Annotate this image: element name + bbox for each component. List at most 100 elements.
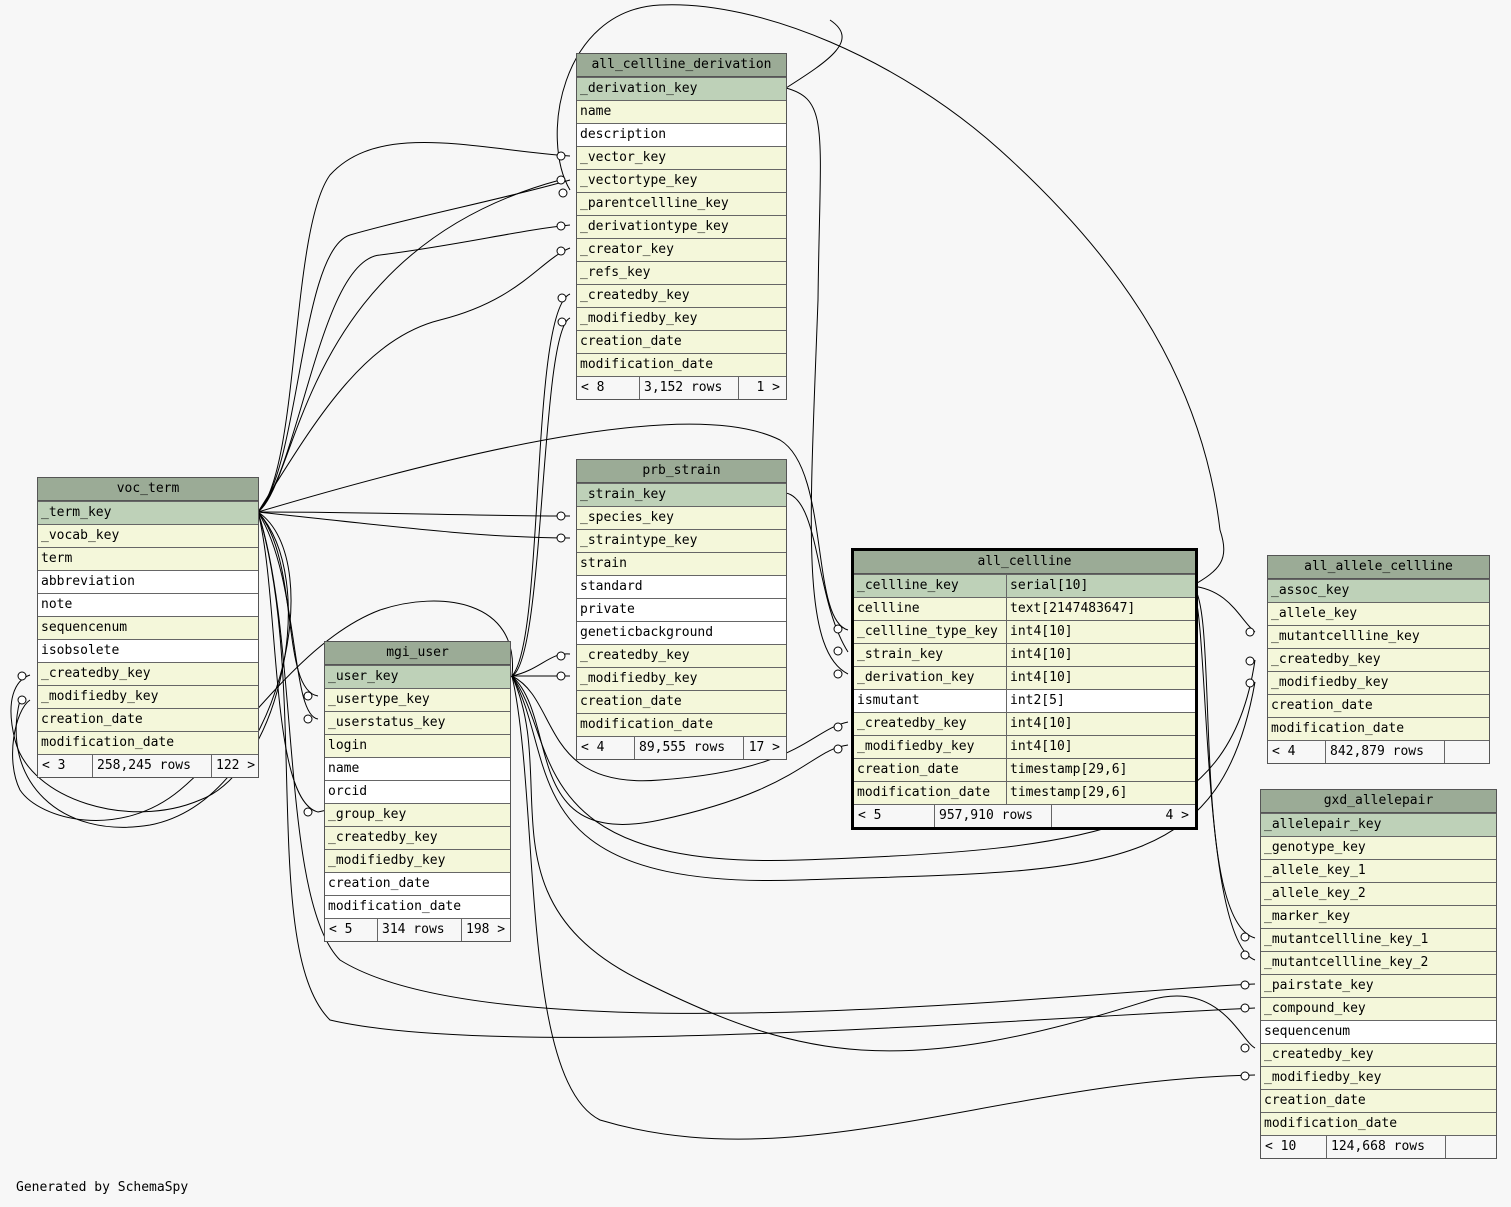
table-row[interactable]: _modifiedby_key — [1268, 671, 1489, 694]
children-count[interactable]: 198 > — [466, 922, 506, 937]
table-row[interactable]: _straintype_key — [577, 529, 786, 552]
table-row[interactable]: creation_date — [38, 708, 258, 731]
table-row[interactable]: _createdby_key — [1261, 1043, 1496, 1066]
parents-count[interactable]: < 3 — [42, 758, 66, 773]
parents-count[interactable]: < 8 — [581, 380, 605, 395]
table-title[interactable]: all_cellline_derivation — [577, 54, 786, 77]
table-row[interactable]: _compound_key — [1261, 997, 1496, 1020]
table-row[interactable]: _mutantcellline_key_2 — [1261, 951, 1496, 974]
table-row[interactable]: _derivation_key — [577, 77, 786, 100]
parents-count[interactable]: < 5 — [858, 808, 882, 823]
table-row[interactable]: _allele_key — [1268, 602, 1489, 625]
table-row[interactable]: _marker_key — [1261, 905, 1496, 928]
table-row[interactable]: _modifiedby_key — [577, 307, 786, 330]
table-row[interactable]: modification_date — [1268, 717, 1489, 740]
table-row[interactable]: modification_date — [38, 731, 258, 754]
table-row[interactable]: creation_date — [1268, 694, 1489, 717]
table-row[interactable]: creation_date — [325, 872, 510, 895]
table-row[interactable]: _createdby_key — [577, 284, 786, 307]
table-title[interactable]: voc_term — [38, 478, 258, 501]
table-row[interactable]: _creator_key — [577, 238, 786, 261]
children-count[interactable] — [1446, 1136, 1496, 1158]
table-row[interactable]: sequencenum — [1261, 1020, 1496, 1043]
children-count[interactable]: 1 > — [756, 380, 780, 395]
table-row[interactable]: isobsolete — [38, 639, 258, 662]
table-row[interactable]: name — [577, 100, 786, 123]
table-row[interactable]: _modifiedby_key — [1261, 1066, 1496, 1089]
table-row[interactable]: _createdby_key — [1268, 648, 1489, 671]
parents-count[interactable]: < 4 — [581, 740, 605, 755]
table-title[interactable]: all_allele_cellline — [1268, 556, 1489, 579]
table-row[interactable]: _term_key — [38, 501, 258, 524]
table-row[interactable]: _refs_key — [577, 261, 786, 284]
table-row[interactable]: _pairstate_key — [1261, 974, 1496, 997]
table-row[interactable]: note — [38, 593, 258, 616]
table-row[interactable]: creation_date — [577, 330, 786, 353]
table-row[interactable]: _modifiedby_key — [325, 849, 510, 872]
table-row[interactable]: _vocab_key — [38, 524, 258, 547]
table-row[interactable]: login — [325, 734, 510, 757]
children-count[interactable]: 122 > — [216, 758, 256, 773]
table-title[interactable]: prb_strain — [577, 460, 786, 483]
table-row[interactable]: _species_key — [577, 506, 786, 529]
table-title[interactable]: all_cellline — [854, 551, 1195, 574]
table-row[interactable]: _userstatus_key — [325, 711, 510, 734]
table-row[interactable]: sequencenum — [38, 616, 258, 639]
table-row[interactable]: _modifiedby_key — [38, 685, 258, 708]
table-row[interactable]: _allelepair_key — [1261, 813, 1496, 836]
table-row[interactable]: _user_key — [325, 665, 510, 688]
table-row[interactable]: creation_date — [577, 690, 786, 713]
table-row[interactable]: _derivationtype_key — [577, 215, 786, 238]
children-count[interactable] — [1445, 741, 1489, 763]
table-title[interactable]: gxd_allelepair — [1261, 790, 1496, 813]
table-row[interactable]: orcid — [325, 780, 510, 803]
table-row[interactable]: _genotype_key — [1261, 836, 1496, 859]
table-row[interactable]: _createdby_key — [577, 644, 786, 667]
table-row[interactable]: modification_date — [577, 713, 786, 736]
table-row[interactable]: _vectortype_key — [577, 169, 786, 192]
table-row[interactable]: modification_date — [577, 353, 786, 376]
table-row[interactable]: description — [577, 123, 786, 146]
table-row[interactable]: _allele_key_2 — [1261, 882, 1496, 905]
table-row[interactable]: _createdby_key — [325, 826, 510, 849]
table-row[interactable]: _allele_key_1 — [1261, 859, 1496, 882]
table-prb-strain[interactable]: prb_strain_strain_key_species_key_strain… — [576, 459, 787, 760]
table-row[interactable]: term — [38, 547, 258, 570]
table-gxd-allelepair[interactable]: gxd_allelepair_allelepair_key_genotype_k… — [1260, 789, 1497, 1159]
table-row[interactable]: _usertype_key — [325, 688, 510, 711]
table-row[interactable]: _assoc_key — [1268, 579, 1489, 602]
parents-count[interactable]: < 5 — [329, 922, 353, 937]
table-row[interactable]: creation_date — [1261, 1089, 1496, 1112]
table-row[interactable]: _createdby_key — [38, 662, 258, 685]
table-row[interactable]: _mutantcellline_key — [1268, 625, 1489, 648]
parents-count[interactable]: < 10 — [1265, 1139, 1297, 1154]
table-row[interactable]: modification_date — [325, 895, 510, 918]
table-mgi-user[interactable]: mgi_user_user_key_usertype_key_userstatu… — [324, 641, 511, 942]
table-row[interactable]: name — [325, 757, 510, 780]
table-row[interactable]: abbreviation — [38, 570, 258, 593]
table-all-allele-cellline[interactable]: all_allele_cellline_assoc_key_allele_key… — [1267, 555, 1490, 764]
parents-count[interactable]: < 4 — [1272, 744, 1296, 759]
table-row[interactable]: strain — [577, 552, 786, 575]
table-row[interactable]: standard — [577, 575, 786, 598]
table-row[interactable]: _group_key — [325, 803, 510, 826]
table-row[interactable]: geneticbackground — [577, 621, 786, 644]
table-row[interactable]: _mutantcellline_key_1 — [1261, 928, 1496, 951]
table-row[interactable]: _vector_key — [577, 146, 786, 169]
children-count[interactable]: 17 > — [748, 740, 780, 755]
table-row[interactable]: _parentcellline_key — [577, 192, 786, 215]
table-title[interactable]: mgi_user — [325, 642, 510, 665]
